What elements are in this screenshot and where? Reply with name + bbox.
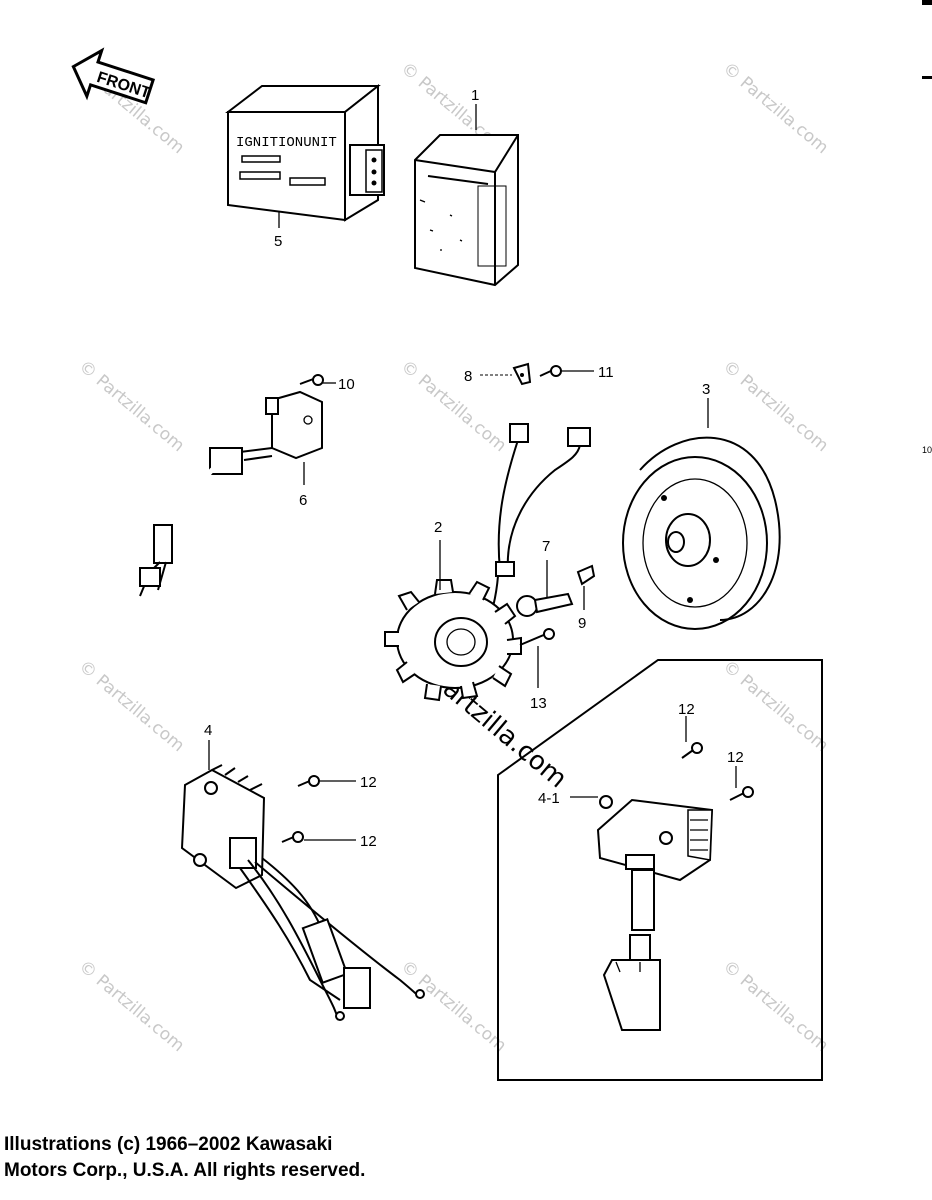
watermark: © Partzilla.com bbox=[719, 957, 832, 1057]
copyright-line-2: Motors Corp., U.S.A. All rights reserved… bbox=[4, 1160, 366, 1181]
edge-mark bbox=[922, 76, 932, 79]
flywheel-rotor bbox=[622, 436, 781, 630]
callout-13: 13 bbox=[530, 695, 547, 712]
copyright-line-1: Illustrations (c) 1966–2002 Kawasaki bbox=[4, 1134, 333, 1155]
alternate-parts-box bbox=[497, 659, 823, 1081]
bolt-12-d bbox=[729, 786, 754, 801]
callout-12-a: 12 bbox=[360, 774, 377, 791]
bolt-12-c bbox=[681, 742, 703, 759]
edge-mark bbox=[922, 0, 932, 5]
screw-13 bbox=[519, 628, 555, 646]
watermark: © Partzilla.com bbox=[719, 357, 832, 457]
rotor-bolt-7 bbox=[516, 592, 574, 617]
callout-5: 5 bbox=[274, 233, 282, 250]
screw-11 bbox=[539, 365, 562, 377]
callout-9: 9 bbox=[578, 615, 586, 632]
watermark: © Partzilla.com bbox=[719, 59, 832, 159]
callout-1: 1 bbox=[471, 87, 479, 104]
watermark: © Partzilla.com bbox=[397, 357, 510, 457]
callout-11: 11 bbox=[598, 364, 614, 381]
watermark: © Partzilla.com bbox=[75, 357, 188, 457]
ignition-unit: IGNITIONUNIT bbox=[225, 83, 385, 222]
bracket-8 bbox=[512, 362, 532, 386]
callout-7: 7 bbox=[542, 538, 550, 555]
sensor-harness bbox=[139, 390, 323, 597]
stator-assembly bbox=[384, 423, 591, 702]
callout-2: 2 bbox=[434, 519, 442, 536]
callout-6: 6 bbox=[299, 492, 307, 509]
callout-4-1: 4-1 bbox=[538, 790, 560, 807]
watermark: © Partzilla.com bbox=[75, 957, 188, 1057]
callout-8: 8 bbox=[464, 368, 472, 385]
copyright-notice: Illustrations (c) 1966–2002 Kawasaki Mot… bbox=[4, 1132, 365, 1184]
callout-12-c: 12 bbox=[678, 701, 695, 718]
callout-4: 4 bbox=[204, 722, 212, 739]
watermark: © Partzilla.com bbox=[397, 957, 510, 1057]
ignition-unit-label: IGNITIONUNIT bbox=[236, 135, 337, 151]
callout-3: 3 bbox=[702, 381, 710, 398]
ignition-cover bbox=[414, 134, 519, 287]
bolt-12-a bbox=[297, 775, 320, 787]
callout-12-d: 12 bbox=[727, 749, 744, 766]
regulator-rectifier bbox=[180, 764, 425, 1021]
regulator-rectifier-alt bbox=[596, 795, 714, 1031]
callout-10: 10 bbox=[338, 376, 355, 393]
bolt-10 bbox=[299, 374, 324, 386]
woodruff-key-9 bbox=[576, 564, 596, 586]
watermark: © Partzilla.com bbox=[75, 657, 188, 757]
bolt-12-b bbox=[281, 831, 304, 843]
callout-12-b: 12 bbox=[360, 833, 377, 850]
edge-fragment: 10 bbox=[922, 445, 932, 455]
watermark: © Partzilla.com bbox=[719, 657, 832, 757]
